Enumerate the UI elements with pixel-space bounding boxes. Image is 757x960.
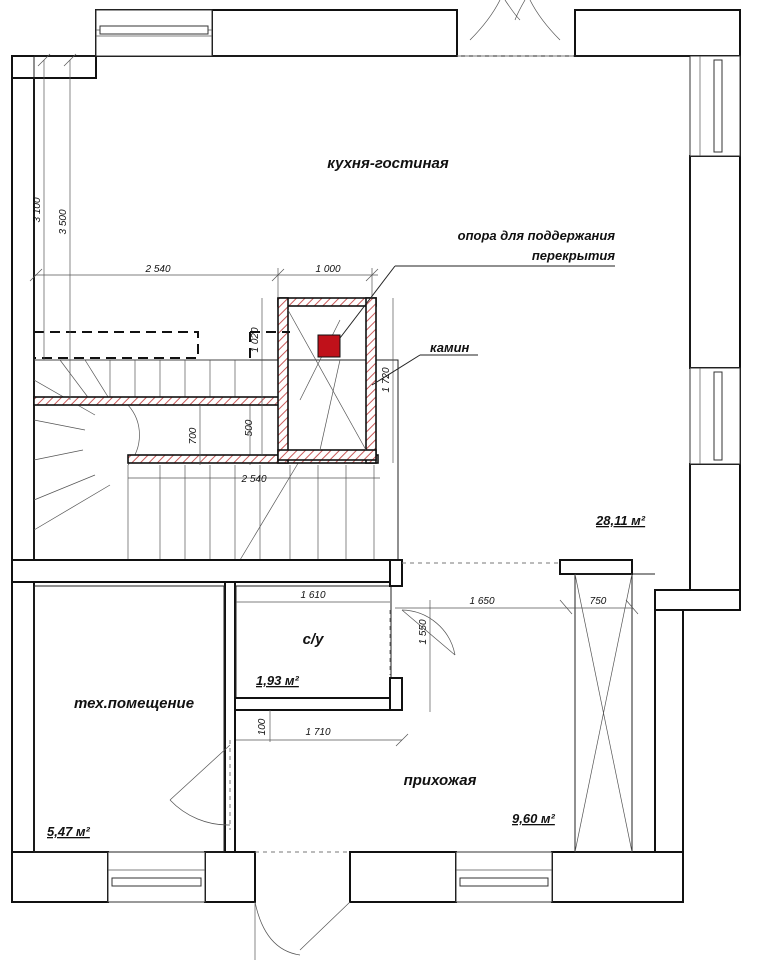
hallway-area: 9,60 м²: [512, 811, 556, 826]
tech-room-label: тех.помещение: [74, 695, 194, 712]
dim-750: 750: [590, 596, 607, 607]
fireplace-note: камин: [430, 340, 470, 355]
support-note-line2: перекрытия: [532, 248, 615, 263]
door-top-double: [457, 0, 575, 57]
dim-1720: 1 720: [381, 367, 392, 392]
window-bottom-right: [455, 851, 553, 903]
kitchen-living-label: кухня-гостиная: [327, 155, 449, 172]
wardrobe: [574, 573, 655, 853]
bathroom-label: с/у: [303, 631, 325, 648]
dim-1710: 1 710: [305, 727, 330, 738]
bath-door-swing: [401, 609, 456, 656]
dim-100: 100: [257, 718, 268, 735]
bathroom-walls: [234, 559, 403, 711]
window-bottom-left: [107, 851, 206, 903]
support-note-line1: опора для поддержания: [458, 228, 616, 243]
dim-1550: 1 550: [418, 619, 429, 644]
stair-walls: [33, 297, 379, 464]
fireplace-icon: [317, 334, 341, 358]
tech-room-area: 5,47 м²: [47, 824, 91, 839]
entrance-door: [254, 851, 351, 960]
pillar: [559, 559, 633, 575]
window-right-upper: [689, 55, 741, 157]
dim-3100: 3 100: [32, 197, 43, 222]
beam-outline: [34, 331, 199, 359]
dim-1610: 1 610: [300, 590, 325, 601]
staircase: [33, 359, 399, 561]
dim-1020: 1 020: [250, 327, 261, 352]
bathroom-area: 1,93 м²: [256, 673, 300, 688]
dim-1650: 1 650: [469, 596, 494, 607]
dim-500: 500: [244, 419, 255, 436]
tech-door: [169, 740, 231, 830]
dimension-lines: [29, 53, 639, 747]
hallway-label: прихожая: [404, 772, 477, 789]
kitchen-living-area: 28,11 м²: [595, 513, 646, 528]
window-right-lower: [689, 367, 741, 465]
dim-1000: 1 000: [315, 264, 340, 275]
dim-2540-bottom: 2 540: [240, 474, 266, 485]
support-inner: [287, 309, 367, 451]
window-top-left: [95, 9, 213, 57]
dim-3500: 3 500: [58, 209, 69, 234]
inner-outline: [33, 55, 691, 560]
dim-2540-top: 2 540: [144, 264, 170, 275]
dim-700: 700: [188, 427, 199, 444]
